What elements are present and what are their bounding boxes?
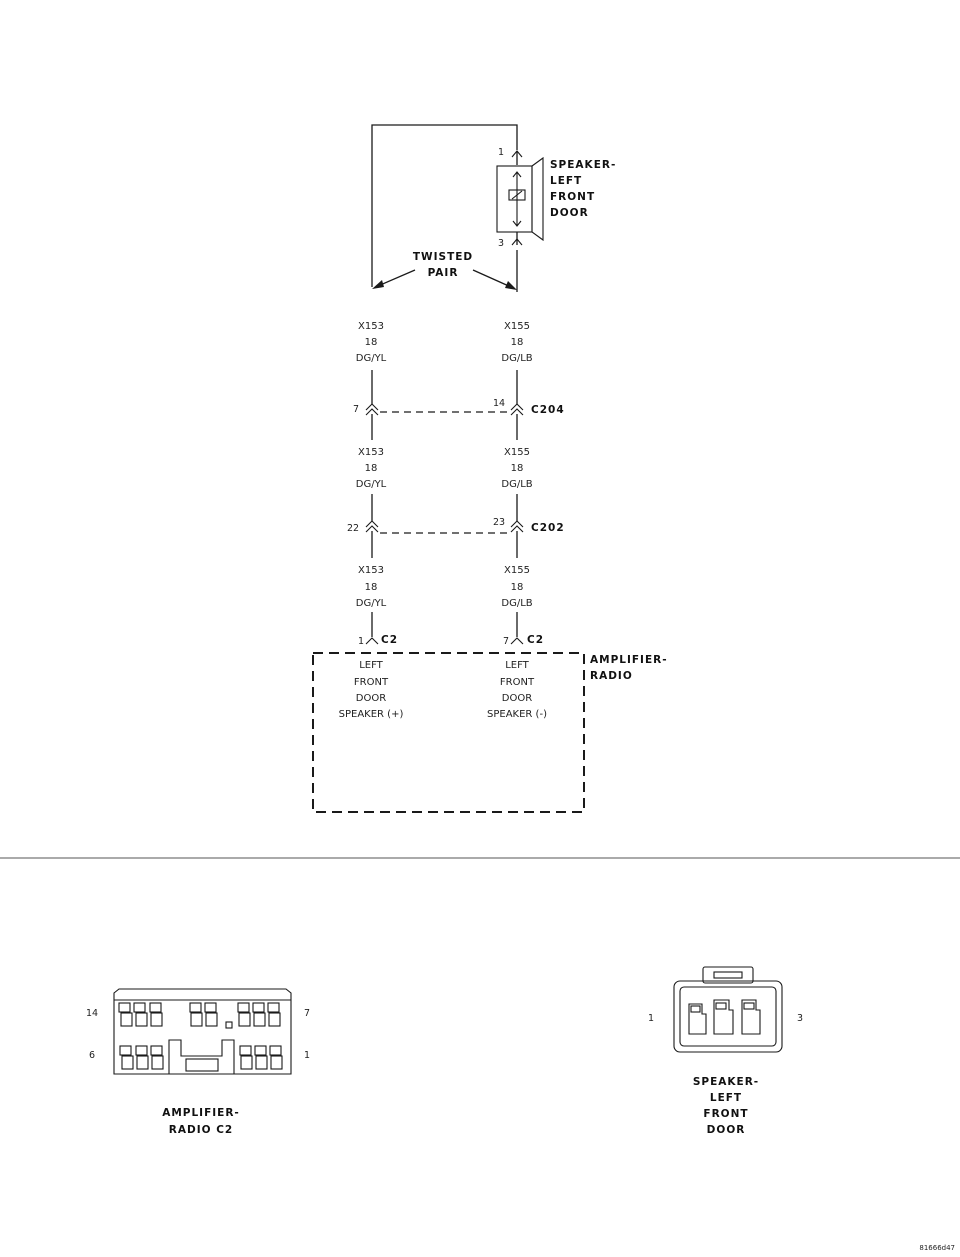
svg-text:X153: X153 [358,565,384,576]
svg-text:SPEAKER (+): SPEAKER (+) [339,709,404,720]
connector-c202: 22 23 C202 [347,517,565,534]
speaker-title-line4: DOOR [550,207,589,219]
speaker-cone [531,156,544,242]
speaker-title-line2: LEFT [550,175,582,187]
svg-text:DOOR: DOOR [356,693,386,704]
svg-text:DG/YL: DG/YL [356,479,387,490]
speaker-conn-caption-line1: SPEAKER- [693,1076,759,1088]
speaker-pin-bottom: 3 [498,238,504,249]
c2-left-pin: 1 [358,636,364,647]
speaker-conn-pin-1: 1 [648,1013,654,1024]
connector-c204: 7 14 C204 [353,398,565,416]
svg-text:SPEAKER (-): SPEAKER (-) [487,709,547,720]
speaker-conn-cavities [688,999,761,1035]
left-wire-gauge: 18 [365,337,378,348]
speaker-title-line3: FRONT [550,191,595,203]
speaker-conn-caption-line2: LEFT [710,1092,742,1104]
speaker-pin-top: 1 [498,147,504,158]
amp-c2-connector-view: 14 7 6 1 AMPLIFIER- RADIO C2 [86,988,310,1136]
amp-c2-pin-14: 14 [86,1008,98,1019]
svg-text:DG/LB: DG/LB [501,598,532,609]
amp-c2-pin-7: 7 [304,1008,310,1019]
speaker-pin3-chevron [511,238,523,246]
amp-c2-caption-line2: RADIO C2 [169,1124,233,1136]
figure-id: 81666d47 [919,1244,955,1252]
amplifier-radio-module: AMPLIFIER- RADIO LEFT FRONT DOOR SPEAKER… [312,652,668,813]
amp-c2-latch [185,1058,219,1072]
svg-text:LEFT: LEFT [359,660,383,671]
wire-labels-1: X153 18 DG/YL X155 18 DG/LB [356,321,533,364]
speaker-symbol: 1 3 SPEAKER- LEFT FRONT DOOR [496,147,616,249]
speaker-conn-pin-3: 3 [797,1013,803,1024]
amp-c2-pin-1: 1 [304,1050,310,1061]
twisted-pair-line1: TWISTED [413,251,473,263]
wire-labels-3: X153 18 DG/YL X155 18 DG/LB [356,565,533,609]
speaker-conn-caption-line4: DOOR [707,1124,746,1136]
twisted-pair-arrow-right [472,269,512,288]
svg-text:18: 18 [365,582,378,593]
wire-paths [371,124,518,637]
speaker-conn-housing [673,980,783,1053]
right-wire-gauge: 18 [511,337,524,348]
amp-c2-top-cavities [118,1002,281,1029]
svg-text:FRONT: FRONT [354,677,389,688]
amplifier-title-line2: RADIO [590,670,633,682]
amp-c2-housing [113,988,292,1075]
svg-text:LEFT: LEFT [505,660,529,671]
right-wire-circuit: X155 [504,321,530,332]
speaker-title-line1: SPEAKER- [550,159,616,171]
c204-left-pin: 7 [353,404,359,415]
amp-c2-bottom-cavities [119,1045,283,1070]
svg-text:18: 18 [365,463,378,474]
wire-labels-2: X153 18 DG/YL X155 18 DG/LB [356,447,533,490]
c2-right-name: C2 [527,634,544,646]
speaker-connector-view: 1 3 SPEAKER- LEFT FRONT DOOR [648,966,803,1136]
svg-text:DOOR: DOOR [502,693,532,704]
c2-right-pin: 7 [503,636,509,647]
c204-name: C204 [531,404,565,416]
c204-right-pin: 14 [493,398,505,409]
c2-left-name: C2 [381,634,398,646]
speaker-conn-latch [702,966,754,984]
amplifier-title-line1: AMPLIFIER- [590,654,668,666]
amp-c2-caption-line1: AMPLIFIER- [162,1107,240,1119]
speaker-conn-caption-line3: FRONT [703,1108,748,1120]
svg-text:X155: X155 [504,447,530,458]
amplifier-box [312,652,585,813]
left-wire-loop [371,124,518,287]
svg-text:DG/YL: DG/YL [356,598,387,609]
connector-c2: 1 7 C2 C2 [358,634,544,647]
svg-text:X155: X155 [504,565,530,576]
svg-text:X153: X153 [358,447,384,458]
c202-name: C202 [531,522,565,534]
speaker-coil [508,189,526,201]
svg-text:18: 18 [511,463,524,474]
c202-right-pin: 23 [493,517,505,528]
c202-left-pin: 22 [347,523,359,534]
svg-text:18: 18 [511,582,524,593]
twisted-pair-line2: PAIR [428,267,459,279]
twisted-pair-arrow-left [377,269,416,287]
left-wire-color: DG/YL [356,353,387,364]
svg-text:DG/LB: DG/LB [501,479,532,490]
amp-c2-pin-6: 6 [89,1050,95,1061]
twisted-pair-callout: TWISTED PAIR [372,251,517,290]
right-wire-color: DG/LB [501,353,532,364]
left-wire-circuit: X153 [358,321,384,332]
svg-text:FRONT: FRONT [500,677,535,688]
